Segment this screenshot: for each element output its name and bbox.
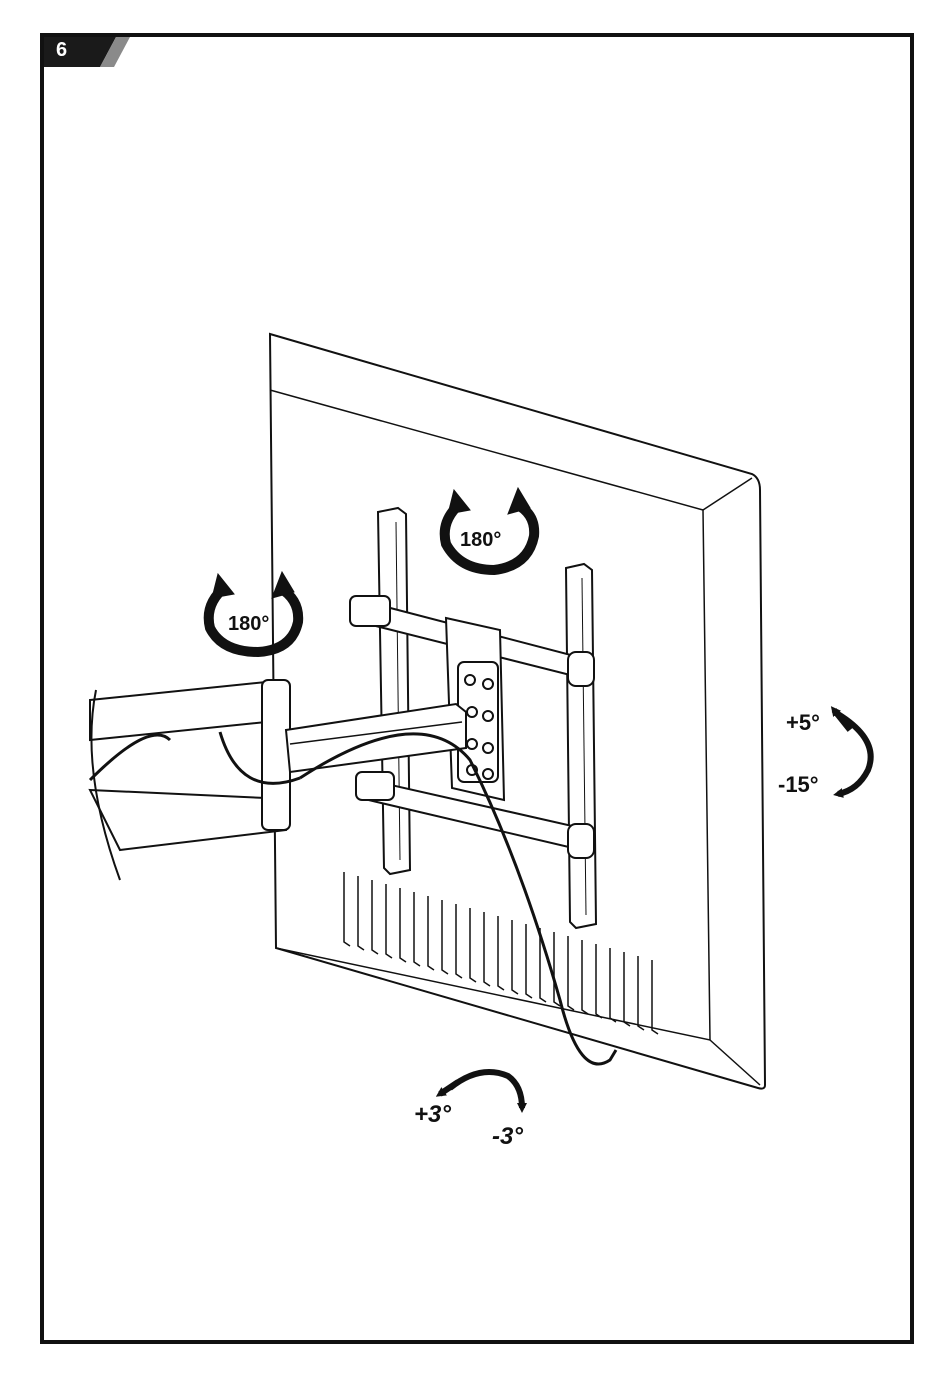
swivel-left-label: 180° bbox=[228, 613, 269, 635]
tilt-up-label: +5° bbox=[786, 710, 820, 735]
vertical-rail-left bbox=[378, 508, 410, 874]
curved-arrow-icon bbox=[450, 1072, 522, 1108]
tv-back bbox=[270, 334, 765, 1089]
swivel-top-label: 180° bbox=[460, 529, 501, 551]
curved-arrow-icon bbox=[440, 1082, 458, 1094]
tilt-down-label: -15° bbox=[778, 772, 819, 797]
level-minus-label: -3° bbox=[492, 1123, 523, 1150]
curved-arrow-icon bbox=[838, 714, 871, 794]
level-plus-label: +3° bbox=[414, 1101, 451, 1128]
vertical-rail-right bbox=[566, 564, 596, 928]
